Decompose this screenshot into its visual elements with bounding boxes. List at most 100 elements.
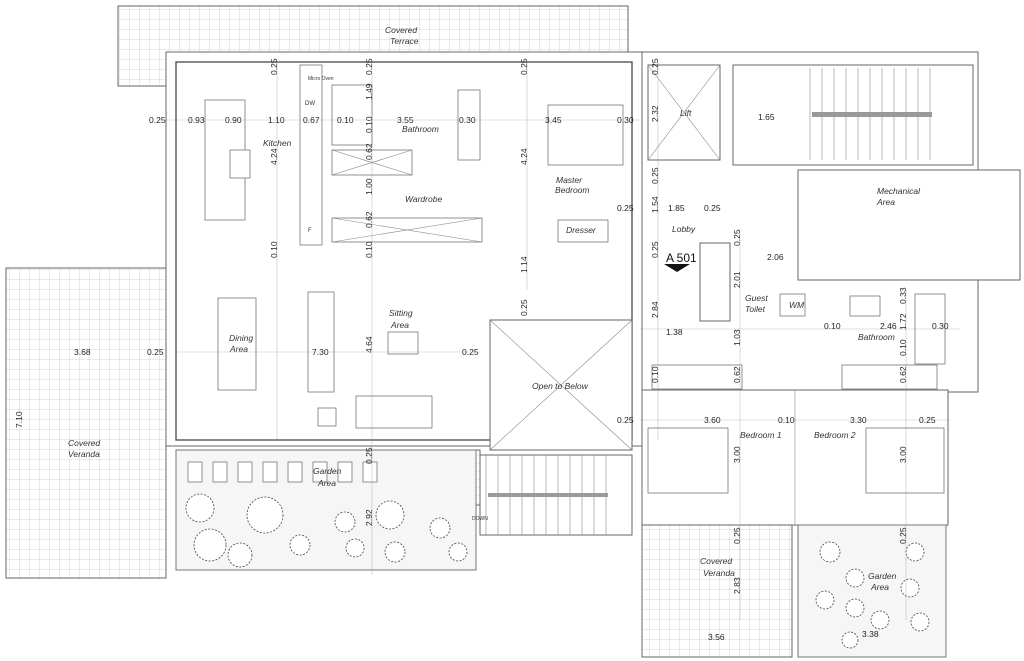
room-label-dining-area: Dining: [229, 333, 253, 343]
tree-icon: [345, 538, 365, 558]
dimension-label: 0.25: [650, 58, 660, 75]
planter: [312, 461, 328, 483]
room-label-sitting-area: Area: [390, 320, 409, 330]
dimension-label: 0.25: [617, 415, 634, 425]
dimension-label: 0.25: [519, 299, 529, 316]
tree-icon: [841, 631, 859, 649]
dimension-label: 0.25: [898, 527, 908, 544]
tree-icon: [845, 598, 865, 618]
tree-icon: [819, 541, 841, 563]
planter: [212, 461, 228, 483]
room-label-covered-veranda-bottom: Veranda: [703, 568, 735, 578]
dimension-label: 4.24: [269, 148, 279, 165]
room-label-dresser: Dresser: [566, 225, 597, 235]
dimension-label: 4.64: [364, 336, 374, 353]
room-label-garden-area-left: Area: [317, 478, 336, 488]
dimension-label: 0.25: [704, 203, 721, 213]
tree-icon: [900, 578, 920, 598]
dimension-label: 0.62: [364, 211, 374, 228]
dimension-label: 0.25: [732, 229, 742, 246]
room-label-mechanical-area: Mechanical: [877, 186, 921, 196]
dishwasher-label: DW: [305, 101, 315, 107]
dimension-label: 0.25: [650, 167, 660, 184]
tree-icon: [448, 542, 468, 562]
dimension-label: 1.00: [364, 178, 374, 195]
room-label-kitchen: Kitchen: [263, 138, 292, 148]
room-label-covered-veranda-left: Veranda: [68, 449, 100, 459]
stair-down-label: DOWN: [472, 516, 488, 522]
section-marker-label: A 501: [666, 251, 697, 265]
stair-rail: [488, 493, 608, 497]
planter: [187, 461, 203, 483]
room-label-covered-terrace: Terrace: [390, 36, 419, 46]
dimension-label: 0.25: [519, 58, 529, 75]
room-label-mechanical-area: Area: [876, 197, 895, 207]
tree-icon: [870, 610, 890, 630]
planter: [262, 461, 278, 483]
room-label-wardrobe: Wardrobe: [405, 194, 442, 204]
room-label-bathroom-2: Bathroom: [858, 332, 895, 342]
room-label-bedroom-1: Bedroom 1: [740, 430, 782, 440]
fridge-label: F: [308, 228, 312, 234]
dimension-label: 0.25: [269, 58, 279, 75]
dimension-label: 0.10: [364, 241, 374, 258]
micro-oven-label: Micro Oven: [308, 76, 334, 82]
room-label-covered-terrace: Covered: [385, 25, 417, 35]
dimension-label: 1.38: [666, 327, 683, 337]
dimension-label: 2.46: [880, 321, 897, 331]
room-label-guest-toilet: Guest: [745, 293, 768, 303]
dimension-label: 7.10: [14, 411, 24, 428]
dimension-label: 2.83: [732, 577, 742, 594]
dimension-label: 3.68: [74, 347, 91, 357]
dimension-label: 1.85: [668, 203, 685, 213]
room-label-covered-veranda-bottom: Covered: [700, 556, 732, 566]
planter: [287, 461, 303, 483]
tree-icon: [910, 612, 930, 632]
room-label-sitting-area: Sitting: [389, 308, 413, 318]
tree-icon: [845, 568, 865, 588]
dimension-label: 0.10: [824, 321, 841, 331]
room-label-open-to-below: Open to Below: [532, 381, 589, 391]
dimension-label: 3.00: [732, 446, 742, 463]
room-label-guest-toilet: Toilet: [745, 304, 766, 314]
planter: [237, 461, 253, 483]
room-label-master-bedroom: Bedroom: [555, 185, 590, 195]
dimension-label: 0.25: [147, 347, 164, 357]
dimension-label: 1.72: [898, 313, 908, 330]
dimension-label: 0.62: [898, 366, 908, 383]
dimension-label: 3.38: [862, 629, 879, 639]
tree-icon: [375, 500, 405, 530]
stair-rail: [812, 112, 932, 117]
dimension-label: 1.49: [364, 83, 374, 100]
covered-veranda-left: [5, 267, 167, 579]
room-label-covered-veranda-left: Covered: [68, 438, 100, 448]
section-marker-arrow: [664, 264, 690, 272]
dimension-label: 2.01: [732, 271, 742, 288]
planter: [362, 461, 378, 483]
dimension-label: 1.54: [650, 196, 660, 213]
dimension-label: 0.10: [650, 366, 660, 383]
room-label-lift: Lift: [680, 108, 692, 118]
room-label-wm: WM: [789, 300, 805, 310]
planter: [337, 461, 353, 483]
dimension-label: 0.25: [732, 527, 742, 544]
tree-icon: [289, 534, 311, 556]
tree-icon: [185, 493, 215, 523]
dimension-label: 1.03: [732, 329, 742, 346]
tree-icon: [384, 541, 406, 563]
dimension-label: 0.10: [898, 339, 908, 356]
dimension-label: 0.62: [364, 143, 374, 160]
room-label-master-bedroom: Master: [556, 175, 583, 185]
room-label-garden-area-left: Garden: [313, 466, 342, 476]
tree-icon: [815, 590, 835, 610]
dimension-label: 4.24: [519, 148, 529, 165]
tree-icon: [334, 511, 356, 533]
dimension-label: 0.25: [364, 58, 374, 75]
tree-icon: [227, 542, 253, 568]
dimension-label: 0.10: [269, 241, 279, 258]
tree-icon: [905, 542, 925, 562]
tree-icon: [429, 517, 451, 539]
dimension-label: 3.00: [898, 446, 908, 463]
room-label-dining-area: Area: [229, 344, 248, 354]
